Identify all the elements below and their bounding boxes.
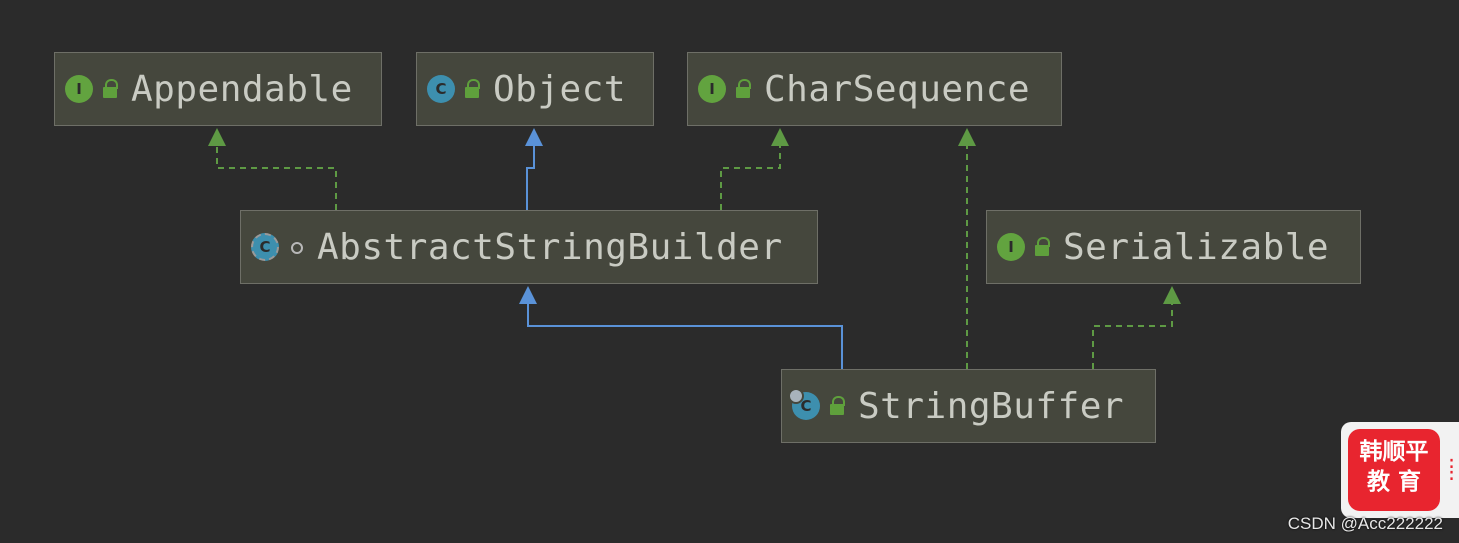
node-label: CharSequence <box>764 68 1031 110</box>
abstract-class-icon: C <box>251 233 279 261</box>
edge-abstractstringbuilder-implements-charsequence <box>720 144 781 210</box>
interface-icon: I <box>698 75 726 103</box>
edge-abstractstringbuilder-implements-appendable <box>216 144 337 210</box>
public-lock-icon <box>828 395 846 417</box>
logo-line2: 教 育 <box>1366 469 1421 495</box>
arrowhead-abstractstringbuilder <box>519 286 537 304</box>
node-label: StringBuffer <box>858 385 1125 427</box>
logo-badge: 韩顺平 教 育 <box>1348 429 1440 511</box>
node-stringbuffer[interactable]: C StringBuffer <box>781 369 1156 443</box>
node-label: Appendable <box>131 68 353 110</box>
public-lock-icon <box>101 78 119 100</box>
node-label: Object <box>493 68 627 110</box>
package-private-icon <box>287 236 305 258</box>
public-lock-icon <box>1033 236 1051 258</box>
public-lock-icon <box>463 78 481 100</box>
arrowhead-charsequence-2 <box>958 128 976 146</box>
watermark-logo: 韩顺平 教 育 :: <box>1341 422 1459 518</box>
watermark-credit: CSDN @Acc222222 <box>1287 514 1443 533</box>
edge-stringbuffer-extends-abstractstringbuilder <box>527 302 843 369</box>
edge-abstractstringbuilder-extends-object <box>526 144 535 210</box>
node-label: Serializable <box>1063 226 1330 268</box>
arrowhead-object <box>525 128 543 146</box>
node-label: AbstractStringBuilder <box>317 226 783 268</box>
arrowhead-appendable <box>208 128 226 146</box>
public-lock-icon <box>734 78 752 100</box>
node-object[interactable]: C Object <box>416 52 654 126</box>
node-appendable[interactable]: I Appendable <box>54 52 382 126</box>
interface-icon: I <box>997 233 1025 261</box>
node-charsequence[interactable]: I CharSequence <box>687 52 1062 126</box>
interface-icon: I <box>65 75 93 103</box>
arrowhead-charsequence-1 <box>771 128 789 146</box>
logo-line1: 韩顺平 <box>1359 439 1429 465</box>
arrowhead-serializable <box>1163 286 1181 304</box>
node-serializable[interactable]: I Serializable <box>986 210 1361 284</box>
logo-dots: :: <box>1446 452 1457 485</box>
class-icon: C <box>427 75 455 103</box>
node-abstractstringbuilder[interactable]: C AbstractStringBuilder <box>240 210 818 284</box>
edge-stringbuffer-implements-serializable <box>1092 302 1173 369</box>
final-class-icon: C <box>788 388 820 420</box>
